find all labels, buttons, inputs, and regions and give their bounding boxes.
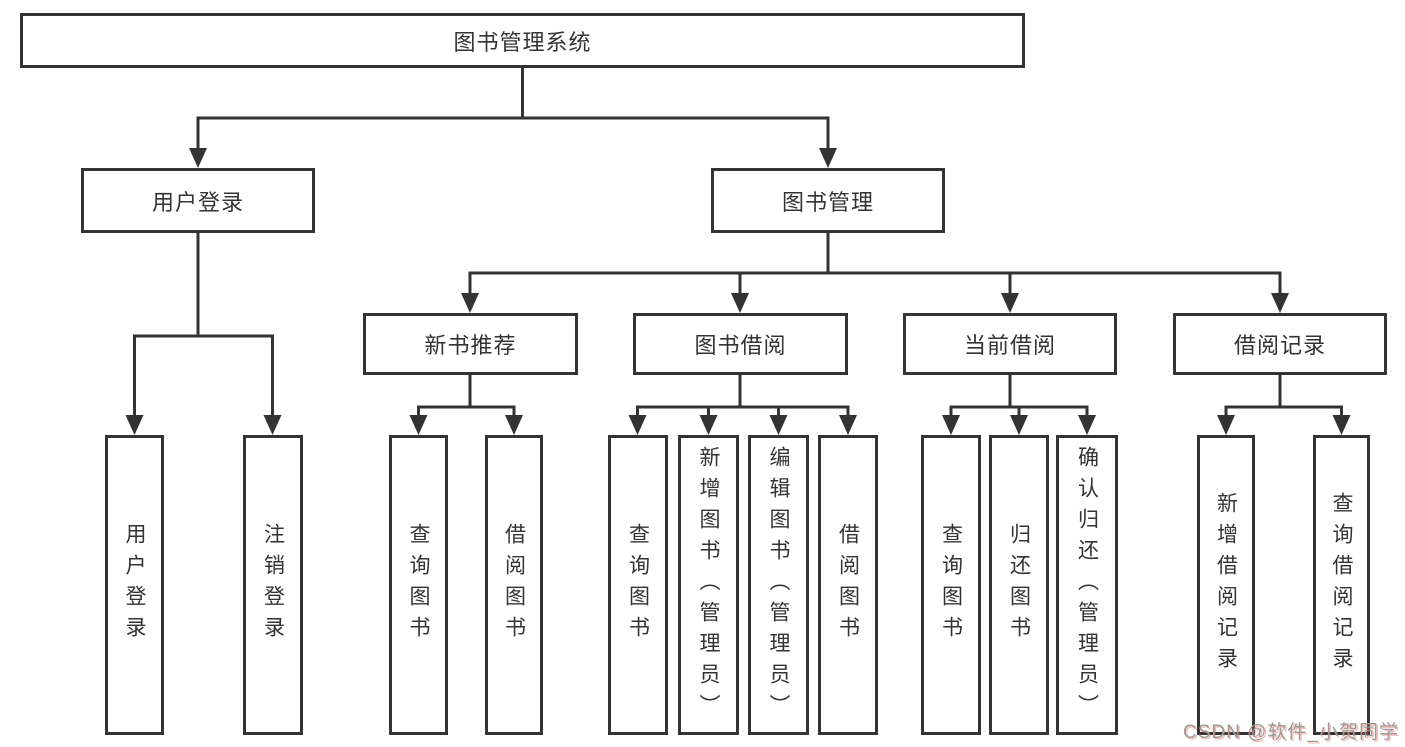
leaf-cb-query-books: 查询图书 [921,435,981,735]
leaf-nbr-borrow-books: 借阅图书 [485,435,543,735]
leaf-user-login-label: 用户登录 [123,523,146,647]
node-borrowing-records-label: 借阅记录 [1233,333,1326,358]
node-root-system: 图书管理系统 [20,13,1025,68]
leaf-logout: 注销登录 [243,435,303,735]
leaf-br-query-record: 查询借阅记录 [1313,435,1370,735]
node-new-book-recommend: 新书推荐 [363,313,578,375]
leaf-bb-edit-books-admin: 编辑图书（管理员） [748,435,809,735]
leaf-br-query-record-label: 查询借阅记录 [1330,492,1353,678]
leaf-bb-query-books: 查询图书 [608,435,668,735]
node-current-borrowing: 当前借阅 [903,313,1117,375]
leaf-nbr-borrow-books-label: 借阅图书 [502,523,526,647]
leaf-cb-return-books: 归还图书 [989,435,1049,735]
node-user-login-label: 用户登录 [151,189,244,215]
leaf-nbr-query-books: 查询图书 [389,435,448,735]
node-book-borrowing-label: 图书借阅 [694,333,787,358]
leaf-bb-borrow-books: 借阅图书 [818,435,878,735]
leaf-bb-add-books-admin-label: 新增图书（管理员） [697,445,720,725]
leaf-cb-query-books-label: 查询图书 [939,523,963,647]
leaf-bb-edit-books-admin-label: 编辑图书（管理员） [767,445,790,725]
csdn-watermark: CSDN @软件_小贺同学 [1183,722,1399,743]
leaf-bb-query-books-label: 查询图书 [626,523,650,647]
node-root-label: 图书管理系统 [453,29,592,55]
leaf-logout-label: 注销登录 [261,523,285,647]
node-book-borrowing: 图书借阅 [633,313,848,375]
leaf-br-add-record: 新增借阅记录 [1197,435,1255,735]
node-book-management: 图书管理 [711,168,945,233]
node-borrowing-records: 借阅记录 [1173,313,1387,375]
node-new-book-recommend-label: 新书推荐 [424,333,517,358]
leaf-cb-return-books-label: 归还图书 [1007,523,1031,647]
leaf-user-login: 用户登录 [105,435,164,735]
node-book-management-label: 图书管理 [781,189,874,215]
node-user-login: 用户登录 [81,168,315,233]
leaf-bb-borrow-books-label: 借阅图书 [836,523,860,647]
leaf-bb-add-books-admin: 新增图书（管理员） [678,435,739,735]
leaf-br-add-record-label: 新增借阅记录 [1214,492,1238,678]
leaf-nbr-query-books-label: 查询图书 [407,523,430,647]
leaf-cb-confirm-return-admin: 确认归还（管理员） [1056,435,1118,735]
node-current-borrowing-label: 当前借阅 [963,333,1056,358]
leaf-cb-confirm-return-admin-label: 确认归还（管理员） [1075,445,1099,725]
